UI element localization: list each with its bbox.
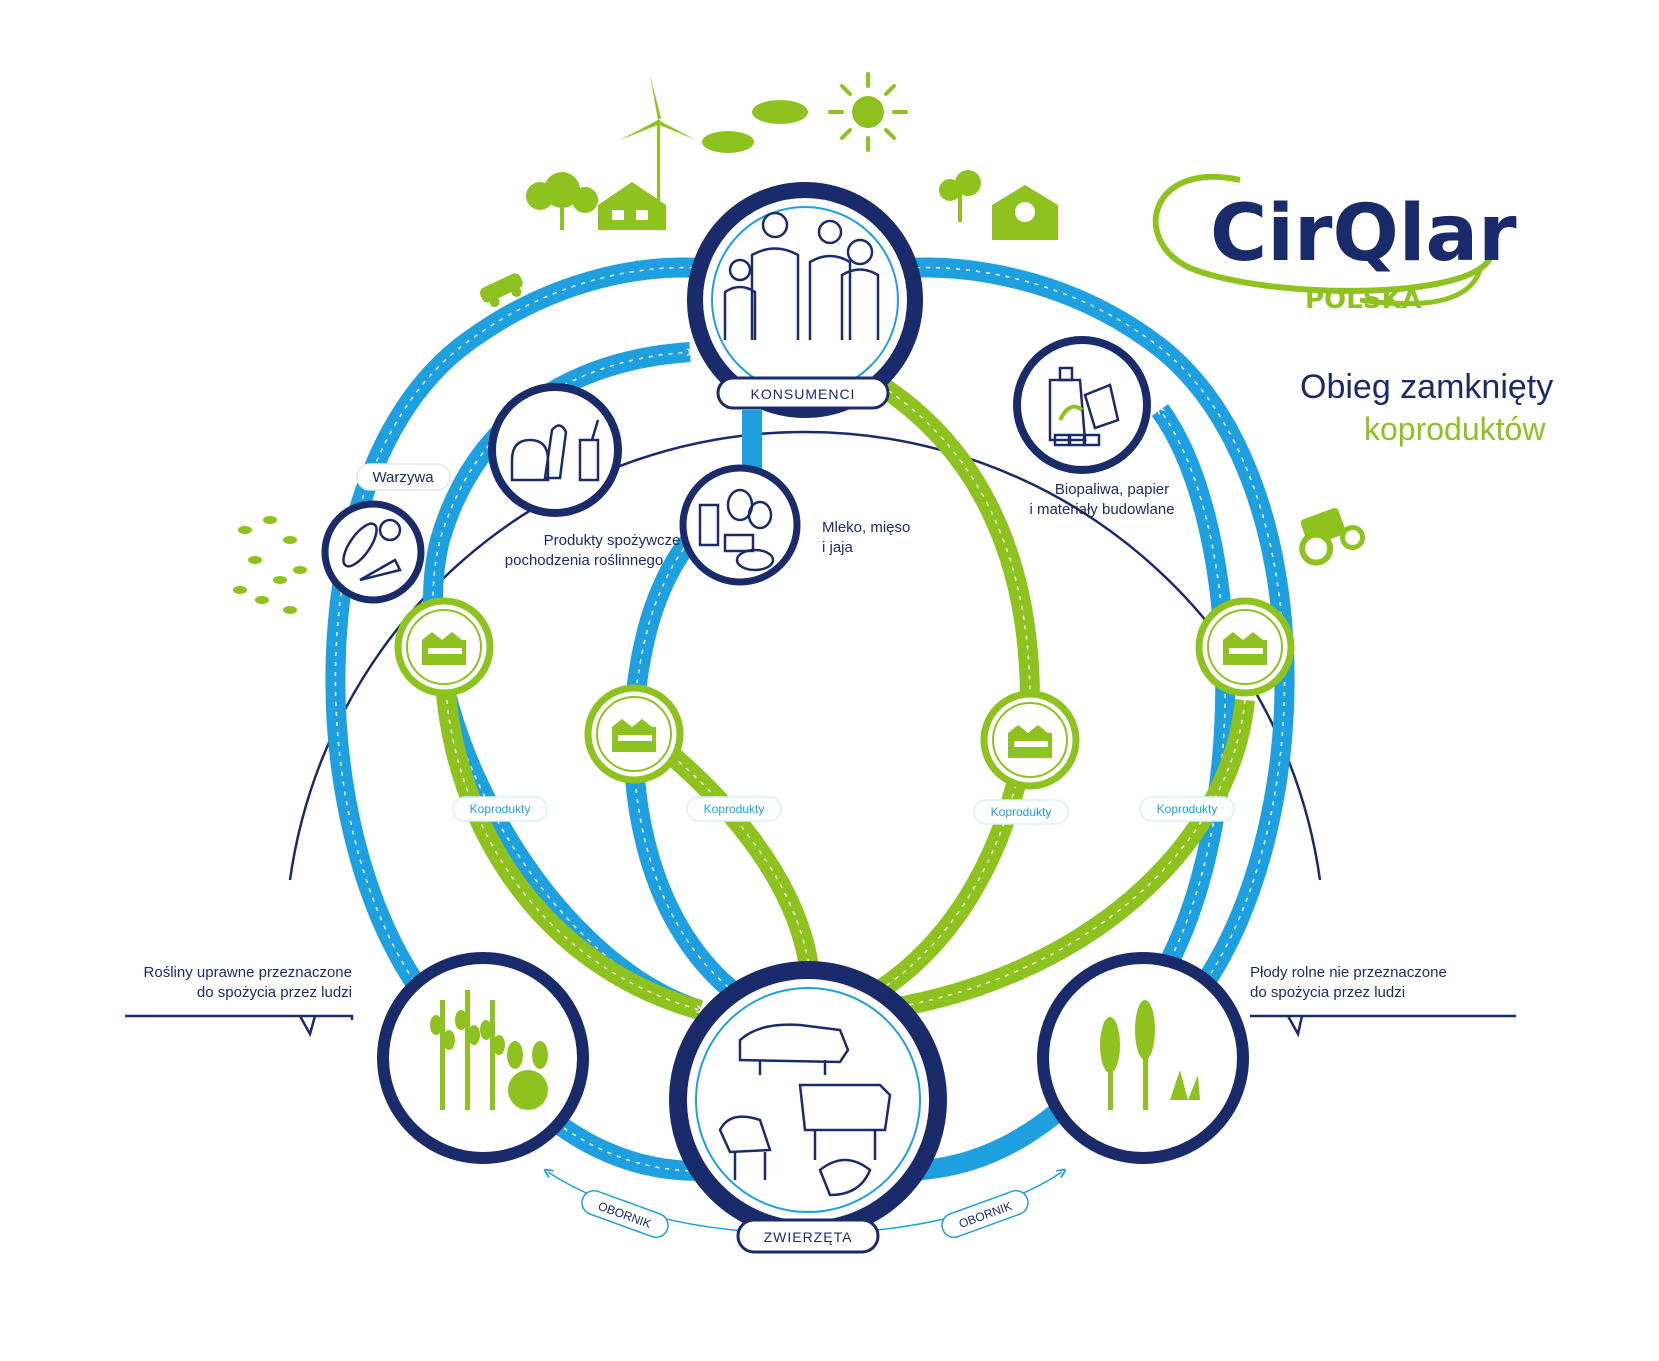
milk-meat-eggs-icon — [698, 488, 775, 572]
title-line2: koproduktów — [1364, 411, 1546, 447]
factory-node-center[interactable] — [584, 684, 684, 784]
biofuel-canister-icon — [1048, 366, 1120, 447]
svg-text:do spożycia przez ludzi: do spożycia przez ludzi — [197, 984, 352, 1001]
crops-nonfood-callout: Płody rolne nie przeznaczone do spożycia… — [1250, 964, 1516, 1038]
wheat-decoration-left — [233, 516, 307, 614]
vegetables-node[interactable] — [321, 500, 425, 604]
crops-food-node[interactable] — [377, 952, 589, 1164]
svg-text:Koprodukty: Koprodukty — [704, 802, 765, 816]
svg-text:do spożycia przez ludzi: do spożycia przez ludzi — [1250, 984, 1405, 1001]
family-icon — [723, 211, 880, 340]
svg-text:Koprodukty: Koprodukty — [991, 805, 1052, 819]
farm-animals-icon — [718, 1023, 892, 1197]
dairy-label-2: i jaja — [822, 539, 854, 556]
title-line1: Obieg zamknięty — [1300, 368, 1553, 406]
plant-food-label-2: pochodzenia roślinnego — [505, 552, 663, 569]
factory-icon — [1008, 725, 1052, 758]
factory-icon — [422, 632, 466, 665]
plant-food-label-1: Produkty spożywcze — [544, 532, 681, 549]
consumers-node[interactable]: KONSUMENCI — [687, 182, 923, 418]
factory-node-right[interactable] — [1195, 597, 1295, 697]
svg-text:Koprodukty: Koprodukty — [1157, 802, 1218, 816]
dairy-label-1: Mleko, mięso — [822, 519, 910, 536]
koprodukty-pill-1: Koprodukty — [452, 796, 548, 822]
factory-icon — [612, 719, 656, 752]
factory-icon — [1223, 632, 1267, 665]
consumers-label: KONSUMENCI — [751, 386, 856, 402]
svg-text:Koprodukty: Koprodukty — [470, 802, 531, 816]
animals-node[interactable]: ZWIERZĘTA — [669, 961, 947, 1254]
biofuel-label-2: i materiały budowlane — [1029, 501, 1174, 518]
koprodukty-pill-4: Koprodukty — [1139, 796, 1235, 822]
svg-text:Rośliny uprawne przeznaczone: Rośliny uprawne przeznaczone — [144, 964, 352, 981]
biofuel-node[interactable] — [1013, 336, 1151, 474]
wheat-beet-icon — [430, 990, 548, 1110]
crops-nonfood-node[interactable] — [1037, 952, 1249, 1164]
factory-node-right-inner[interactable] — [980, 690, 1080, 790]
bread-drink-icon — [510, 419, 600, 482]
factory-node-left[interactable] — [394, 597, 494, 697]
vegetables-pill: Warzywa — [356, 463, 451, 491]
landscape-decoration — [233, 72, 1366, 614]
logo-text: CirQlar — [1210, 189, 1517, 279]
svg-text:Płody rolne nie przeznaczone: Płody rolne nie przeznaczone — [1250, 964, 1447, 981]
logo-sub: POLSKA — [1305, 285, 1422, 315]
corn-icon — [1100, 1000, 1200, 1110]
vegetables-icon — [342, 518, 402, 582]
obornik-pill-right: OBORNIK — [941, 1189, 1029, 1239]
svg-text:Warzywa: Warzywa — [372, 469, 434, 486]
green-flow-consumers-right — [874, 376, 1041, 999]
dairy-meat-node[interactable] — [679, 464, 801, 586]
koprodukty-pill-2: Koprodukty — [686, 796, 782, 822]
obornik-pill-left: OBORNIK — [581, 1189, 669, 1239]
crops-food-callout: Rośliny uprawne przeznaczone do spożycia… — [125, 964, 354, 1038]
koprodukty-pill-3: Koprodukty — [973, 799, 1069, 825]
biofuel-label-1: Biopaliwa, papier — [1055, 481, 1169, 498]
plant-food-node[interactable] — [488, 383, 622, 517]
cirqlar-logo: CirQlar POLSKA — [1152, 173, 1517, 315]
animals-label: ZWIERZĘTA — [764, 1229, 853, 1245]
